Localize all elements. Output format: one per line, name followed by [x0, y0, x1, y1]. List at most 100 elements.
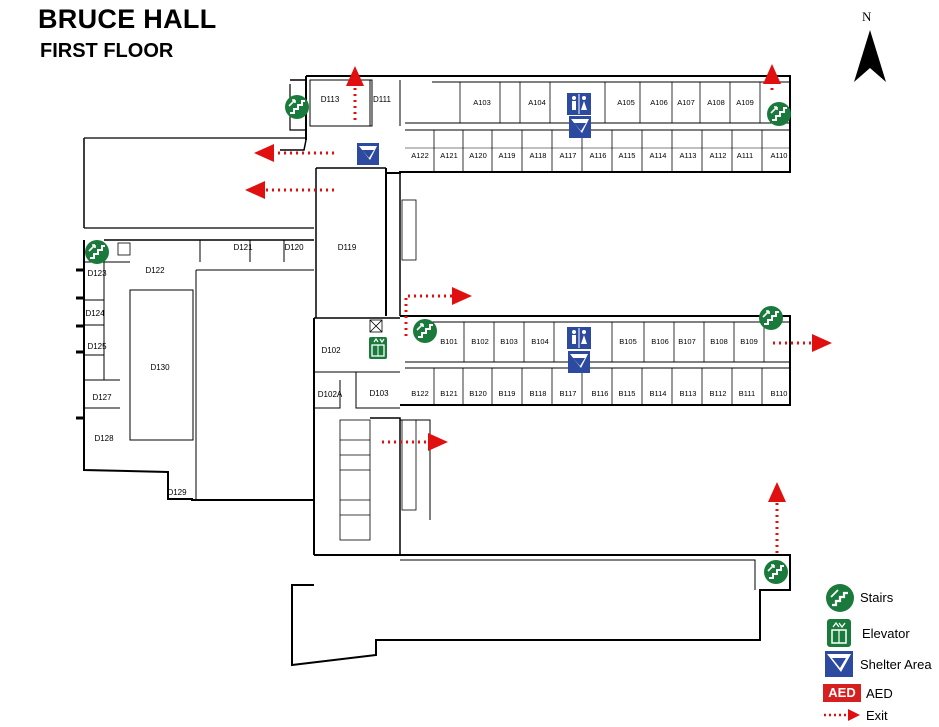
room-label: A106	[650, 98, 668, 107]
room-label: A115	[619, 151, 636, 160]
stairs-icon	[758, 305, 784, 331]
room-label: B116	[592, 389, 609, 398]
shelter-area-icon	[825, 651, 853, 677]
room-label: B106	[651, 337, 669, 346]
room-label: B101	[440, 337, 458, 346]
stairs-icon	[84, 239, 110, 265]
stairs-icon	[766, 101, 792, 127]
room-label: B111	[739, 389, 755, 398]
a-wing-partitions	[433, 82, 763, 172]
room-label: B118	[530, 389, 547, 398]
room-label: B102	[471, 337, 489, 346]
shelter-area-icon	[569, 116, 591, 138]
room-label: B113	[680, 389, 697, 398]
room-label: A103	[473, 98, 491, 107]
room-label: D122	[145, 266, 165, 275]
room-label: B121	[440, 389, 458, 398]
room-label: A107	[677, 98, 695, 107]
room-label: A116	[590, 151, 607, 160]
room-label: D102	[321, 346, 341, 355]
north-arrow-icon	[854, 30, 886, 82]
room-label: D102A	[318, 390, 343, 399]
room-label: D111	[373, 95, 391, 104]
room-label: D124	[85, 309, 105, 318]
room-label: A112	[710, 151, 727, 160]
room-label: A108	[707, 98, 725, 107]
exit-arrowhead	[812, 334, 832, 352]
building-walls	[83, 75, 791, 667]
room-label: B112	[710, 389, 727, 398]
room-label: B122	[411, 389, 429, 398]
room-label: B119	[499, 389, 516, 398]
room-label: A122	[411, 151, 429, 160]
exit-arrowhead	[763, 64, 781, 84]
legend-aed-label: AED	[866, 686, 893, 701]
room-label: B114	[650, 389, 667, 398]
room-label: D113	[321, 95, 340, 104]
room-label: D103	[369, 389, 389, 398]
room-label: A114	[650, 151, 667, 160]
room-label: A111	[737, 151, 753, 160]
elevator-icon	[368, 336, 388, 360]
exit-arrow-icon	[824, 709, 860, 721]
exit-arrowhead	[768, 482, 786, 502]
room-label: A109	[736, 98, 754, 107]
shelter-area-icon	[357, 143, 379, 165]
room-label: B103	[500, 337, 518, 346]
stairs-icon	[412, 318, 438, 344]
room-label: B110	[771, 389, 788, 398]
building-title: BRUCE HALL	[38, 4, 217, 34]
room-label: D128	[94, 434, 114, 443]
legend-exit-label: Exit	[866, 708, 888, 723]
room-label: B107	[678, 337, 696, 346]
stairwell-details	[76, 199, 417, 541]
exit-arrowhead	[346, 66, 364, 86]
exit-arrowhead	[452, 287, 472, 305]
room-label: D125	[87, 342, 107, 351]
room-label: A104	[528, 98, 546, 107]
stairs-icon	[284, 94, 310, 120]
restroom-icon	[566, 92, 592, 116]
room-label: A113	[680, 151, 697, 160]
room-label: B109	[740, 337, 758, 346]
room-label: B120	[469, 389, 487, 398]
room-label: B105	[619, 337, 637, 346]
floor-title: FIRST FLOOR	[40, 40, 174, 62]
stairs-icon	[826, 584, 854, 612]
exit-arrowhead	[428, 433, 448, 451]
room-label: D121	[233, 243, 253, 252]
room-label: D130	[150, 363, 170, 372]
room-label: B117	[560, 389, 577, 398]
room-label: D119	[338, 243, 357, 252]
room-label: D127	[92, 393, 112, 402]
exit-arrowhead	[245, 181, 265, 199]
exit-route-east-b	[404, 294, 452, 336]
elevator-icon	[827, 619, 851, 647]
room-label: A117	[560, 151, 577, 160]
room-label: A118	[530, 151, 547, 160]
north-label: N	[862, 9, 872, 24]
exit-routes	[245, 64, 832, 553]
b-wing-partitions	[433, 322, 765, 405]
legend-elevator-label: Elevator	[862, 626, 910, 641]
room-label: A120	[469, 151, 487, 160]
room-label: D129	[167, 488, 187, 497]
room-label: D120	[284, 243, 304, 252]
shelter-area-icon	[568, 351, 590, 373]
room-label: B104	[531, 337, 549, 346]
exit-arrowhead	[254, 144, 274, 162]
aed-icon: AED	[823, 684, 861, 702]
room-label: A105	[617, 98, 635, 107]
room-label: D123	[87, 269, 107, 278]
legend-stairs-label: Stairs	[860, 590, 894, 605]
stairs-icon	[763, 559, 789, 585]
room-label: B115	[619, 389, 636, 398]
room-label: A110	[771, 151, 788, 160]
room-label: A119	[499, 151, 516, 160]
restroom-icon	[566, 326, 592, 350]
room-label: A121	[440, 151, 458, 160]
legend-shelter-label: Shelter Area	[860, 657, 932, 672]
